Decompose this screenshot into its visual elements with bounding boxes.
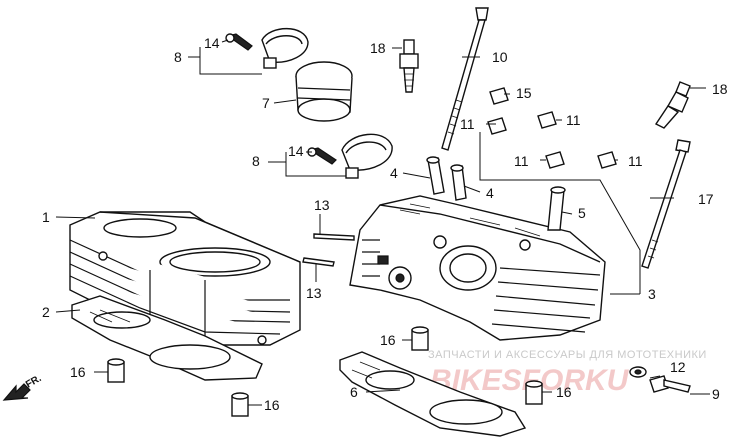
clamp-lower <box>341 133 393 179</box>
callout-16b: 16 <box>264 397 280 413</box>
front-direction-arrow: FR. <box>2 373 44 401</box>
callout-3: 3 <box>648 286 656 302</box>
cap-nut-15 <box>489 87 509 105</box>
callout-16d: 16 <box>556 384 572 400</box>
callout-16a: 16 <box>70 364 86 380</box>
callout-14a: 14 <box>204 35 220 51</box>
oil-tube <box>547 186 566 231</box>
dowel-16-b <box>231 392 249 417</box>
callout-8a: 8 <box>174 49 182 65</box>
callout-6: 6 <box>350 384 358 400</box>
callout-10: 10 <box>492 49 508 65</box>
callout-4a: 4 <box>390 165 398 181</box>
cylinder-head <box>349 195 606 341</box>
callout-15: 15 <box>516 85 532 101</box>
screw-lower <box>307 147 337 165</box>
bolt-9 <box>649 375 691 393</box>
watermark-text: ЗАПЧАСТИ И АКСЕССУАРЫ ДЛЯ МОТОТЕХНИКИ <box>428 349 707 361</box>
intake-insulator <box>295 61 353 122</box>
nut-11-d <box>597 151 617 169</box>
nut-11-b <box>537 111 557 129</box>
nut-11-c <box>545 151 565 169</box>
callout-13b: 13 <box>306 285 322 301</box>
pin-13-lower <box>302 257 335 267</box>
callout-9: 9 <box>712 386 720 402</box>
callout-17: 17 <box>698 191 714 207</box>
spark-plug-left <box>399 39 419 93</box>
spark-plug-right <box>654 81 691 129</box>
callout-18b: 18 <box>712 81 728 97</box>
callout-18a: 18 <box>370 40 386 56</box>
callout-11b: 11 <box>566 112 581 128</box>
callout-11d: 11 <box>628 153 643 169</box>
callout-14b: 14 <box>288 143 304 159</box>
callout-1: 1 <box>42 209 50 225</box>
callout-16c: 16 <box>380 332 396 348</box>
cylinder-gasket <box>71 295 263 381</box>
washer-12 <box>629 366 647 378</box>
clamp-upper <box>261 28 309 69</box>
head-gasket <box>339 351 527 437</box>
dowel-16-a <box>107 358 125 383</box>
dowel-16-d <box>525 380 543 405</box>
callout-2: 2 <box>42 304 50 320</box>
stud-bolt-right <box>641 139 691 269</box>
callout-13a: 13 <box>314 197 330 213</box>
front-direction-label: FR. <box>24 373 44 391</box>
callout-5: 5 <box>578 205 586 221</box>
callout-4b: 4 <box>486 185 494 201</box>
cylinder-head-dowels <box>426 156 467 201</box>
callout-7: 7 <box>262 95 270 111</box>
screw-upper <box>225 33 253 51</box>
dowel-16-c <box>411 326 429 351</box>
callout-11a: 11 <box>460 116 475 132</box>
callout-12: 12 <box>670 359 686 375</box>
callout-8b: 8 <box>252 153 260 169</box>
pin-13-upper <box>313 233 355 241</box>
callout-11c: 11 <box>514 153 529 169</box>
stud-bolt-long <box>441 7 489 151</box>
leader-lines <box>55 39 710 406</box>
nut-11-a <box>487 117 507 135</box>
